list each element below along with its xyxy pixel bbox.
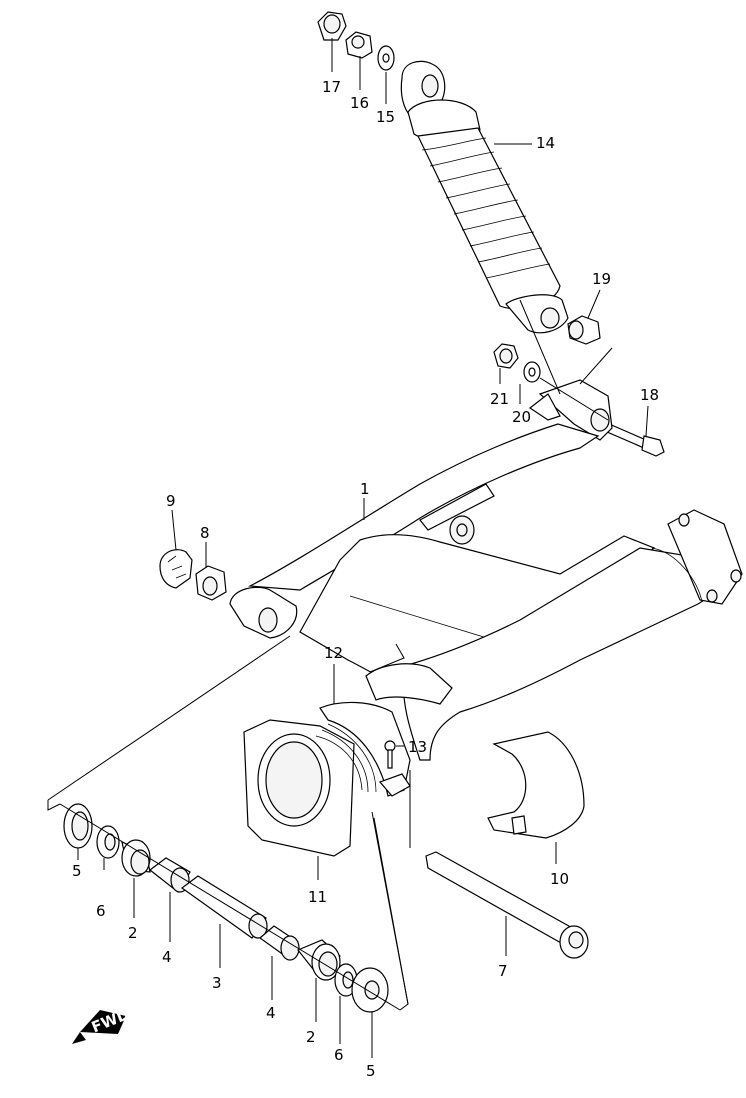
- callout-20: 20: [512, 408, 531, 426]
- callout-3: 3: [212, 974, 222, 992]
- leader-lines: [77, 38, 649, 1058]
- sleeve-4-right: [259, 925, 300, 961]
- callout-7: 7: [498, 962, 508, 980]
- callout-8: 8: [200, 524, 210, 542]
- callout-11: 11: [308, 888, 327, 906]
- nut-21: [493, 343, 519, 369]
- fwd-arrow-icon: FWD: [72, 1005, 132, 1044]
- washer-6-left: [96, 825, 120, 859]
- assembly-lines: [47, 299, 613, 1011]
- washer-15: [377, 45, 395, 71]
- oil-seal-5-left: [63, 803, 93, 849]
- callout-10: 10: [550, 870, 569, 888]
- callout-4-left: 4: [162, 948, 172, 966]
- bushing-16: [345, 31, 373, 59]
- callout-15: 15: [376, 108, 395, 126]
- callout-13: 13: [408, 738, 427, 756]
- bearing-2-left: [121, 839, 151, 877]
- nut-17: [317, 11, 347, 41]
- clamp-12: [319, 701, 411, 797]
- callout-9: 9: [166, 492, 176, 510]
- cover-10: [487, 731, 585, 839]
- collar-8: [195, 565, 227, 601]
- callout-1: 1: [360, 480, 370, 498]
- callout-6-left: 6: [96, 902, 106, 920]
- axle-7: [425, 851, 589, 959]
- callout-2-left: 2: [128, 924, 138, 942]
- screw-13: [384, 740, 396, 769]
- cap-9: [159, 549, 193, 589]
- shock-absorber-14: [400, 60, 569, 334]
- callout-21: 21: [490, 390, 509, 408]
- callout-2-right: 2: [306, 1028, 316, 1046]
- spacer-3: [180, 875, 268, 939]
- swingarm-1: [229, 379, 743, 761]
- callout-18: 18: [640, 386, 659, 404]
- callout-12: 12: [324, 644, 343, 662]
- callout-16: 16: [350, 94, 369, 112]
- callout-17: 17: [322, 78, 341, 96]
- callout-6-right: 6: [334, 1046, 344, 1064]
- callout-14: 14: [536, 134, 555, 152]
- oil-seal-5-right: [351, 967, 389, 1013]
- callout-4-right: 4: [266, 1004, 276, 1022]
- bushing-19: [567, 315, 601, 345]
- boot-11: [243, 719, 377, 857]
- callout-5-left: 5: [72, 862, 82, 880]
- washer-20: [523, 361, 541, 383]
- callout-5-right: 5: [366, 1062, 376, 1080]
- bearing-2-right: [297, 939, 341, 981]
- callout-19: 19: [592, 270, 611, 288]
